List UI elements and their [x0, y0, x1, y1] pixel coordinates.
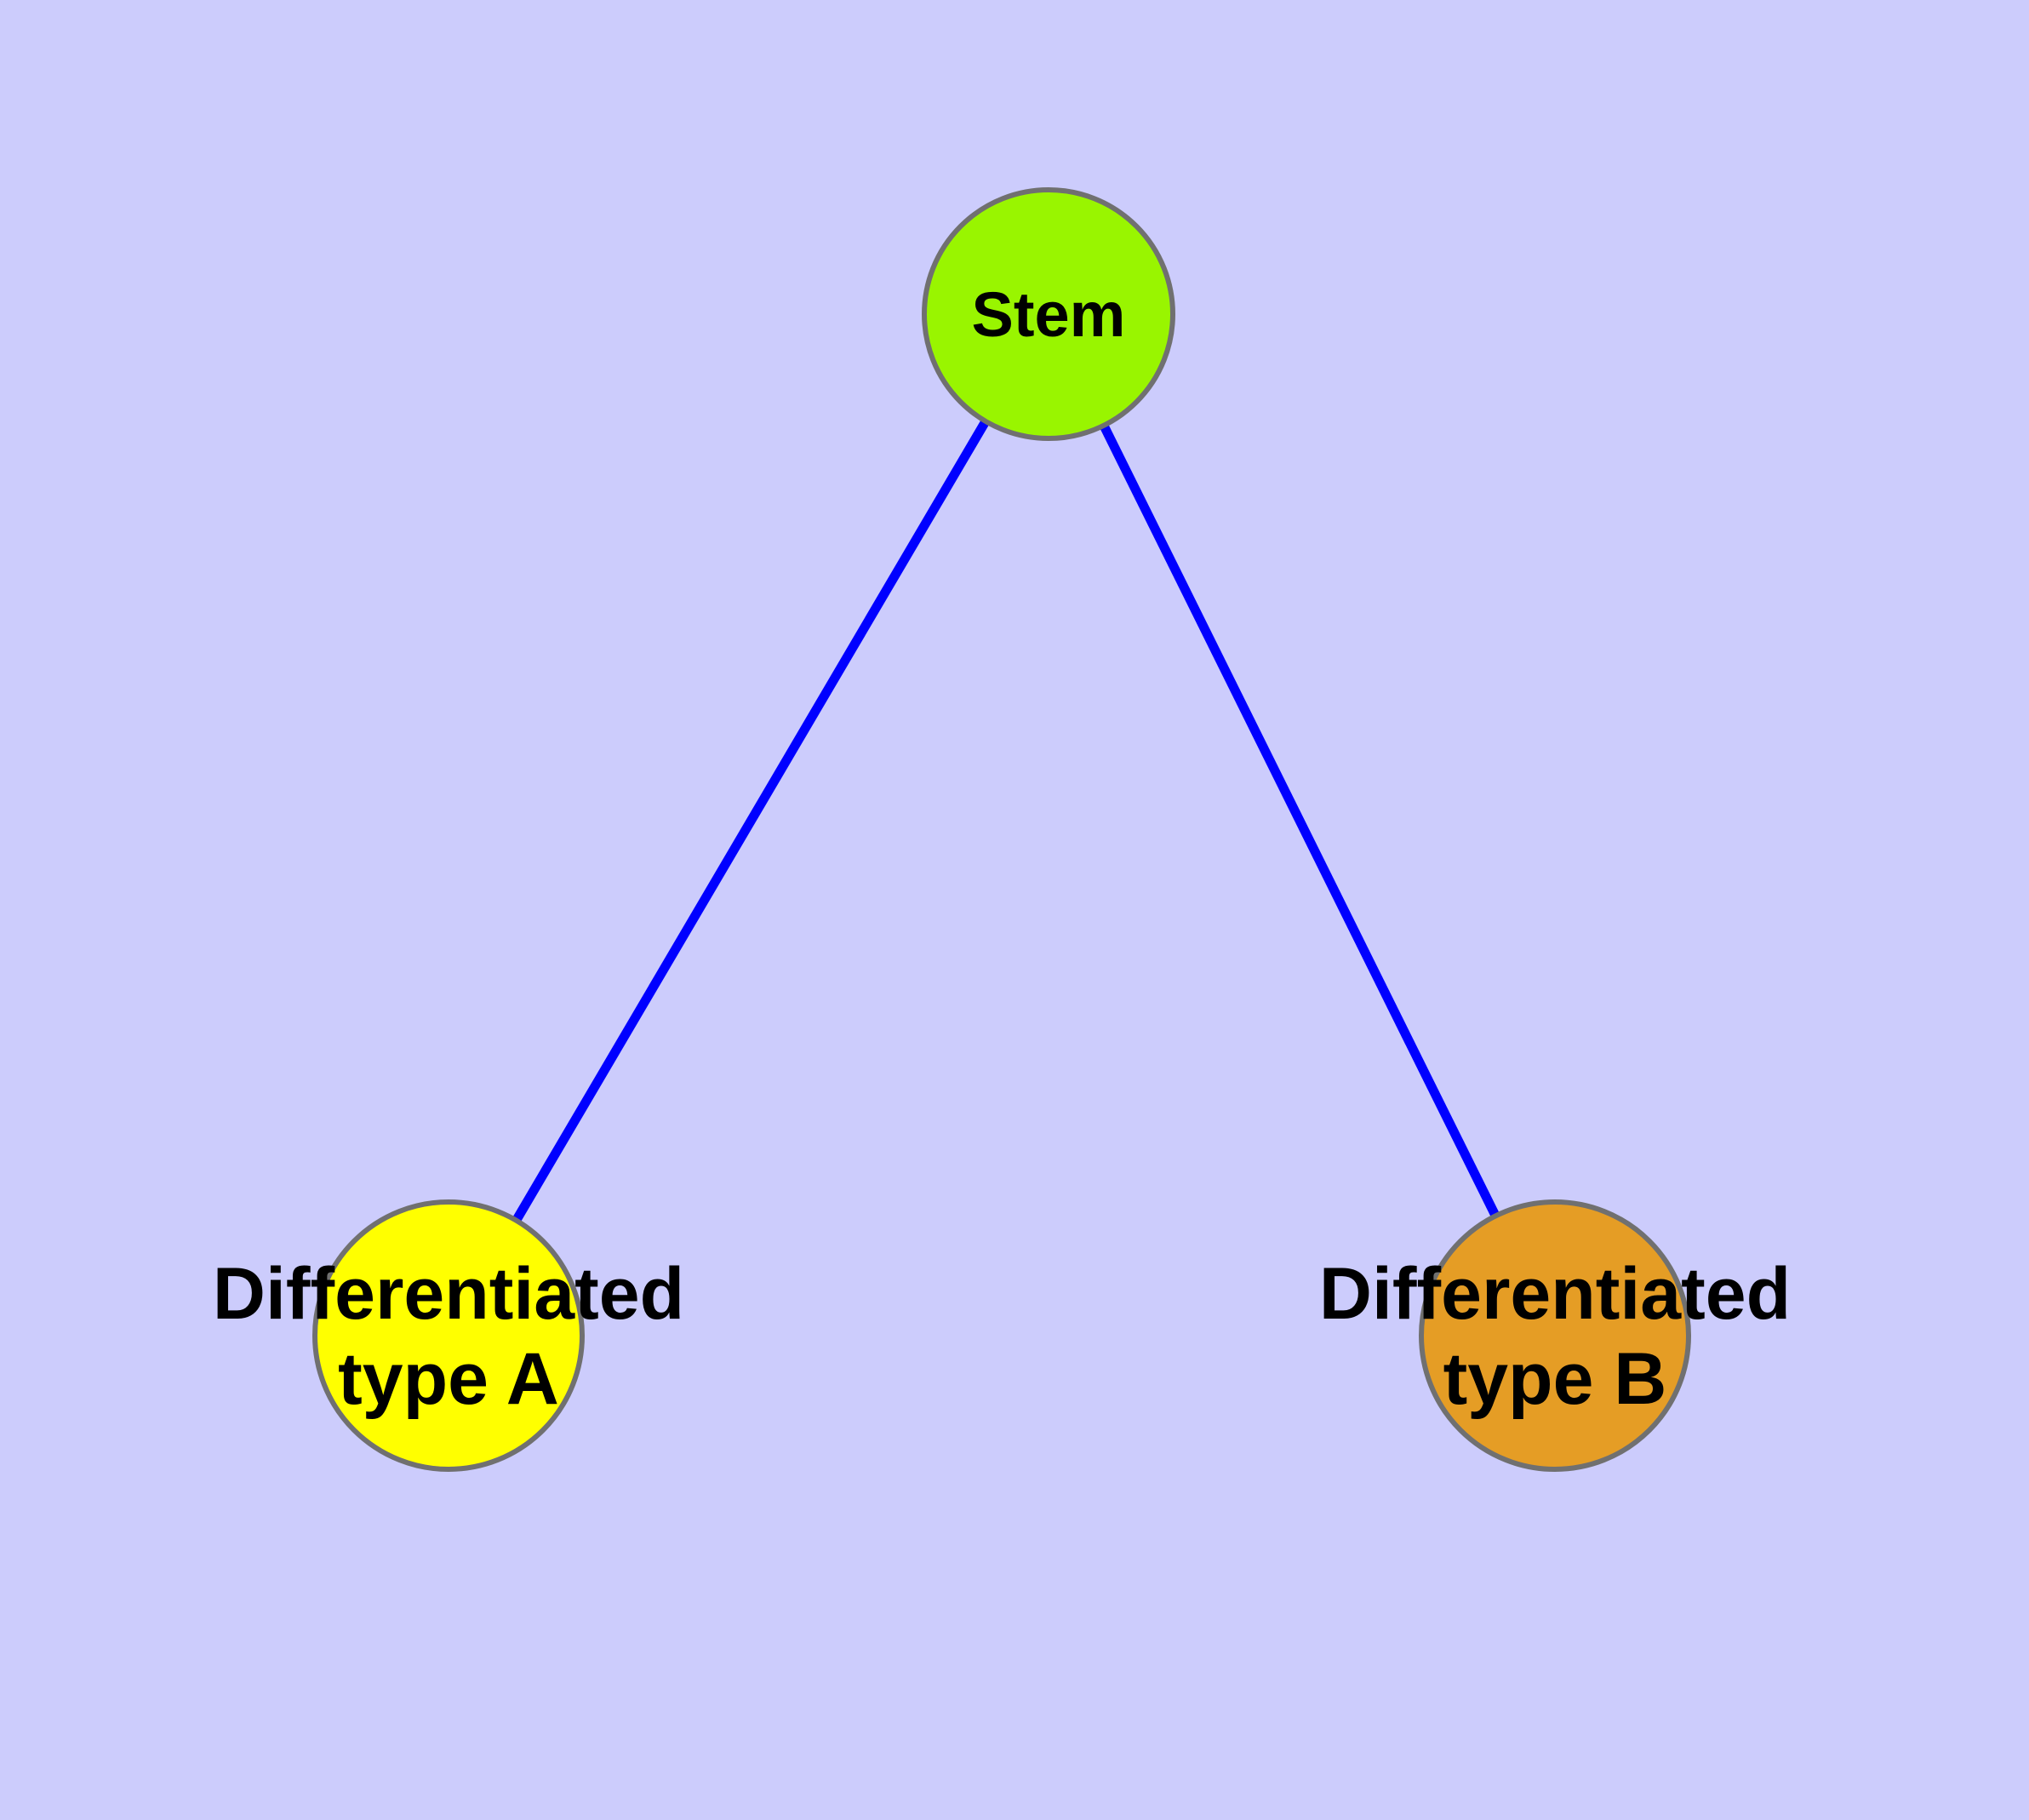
edge-stem-diff-b	[1098, 420, 1501, 1222]
nodes-layer	[312, 187, 1691, 1472]
edges-layer	[510, 415, 1501, 1226]
node-diff_b[interactable]	[1419, 1199, 1691, 1472]
node-label-line: Stem	[972, 279, 1126, 350]
node-label-line: type B	[1443, 1338, 1667, 1420]
node-diff_a[interactable]	[312, 1199, 585, 1472]
node-stem[interactable]	[922, 187, 1175, 441]
node-label-line: Differentiated	[1319, 1253, 1791, 1335]
edge-stem-diff-a	[510, 415, 992, 1226]
node-label-line: type A	[338, 1338, 559, 1420]
node-label-stem: Stem	[972, 279, 1126, 350]
node-label-line: Differentiated	[213, 1253, 684, 1335]
